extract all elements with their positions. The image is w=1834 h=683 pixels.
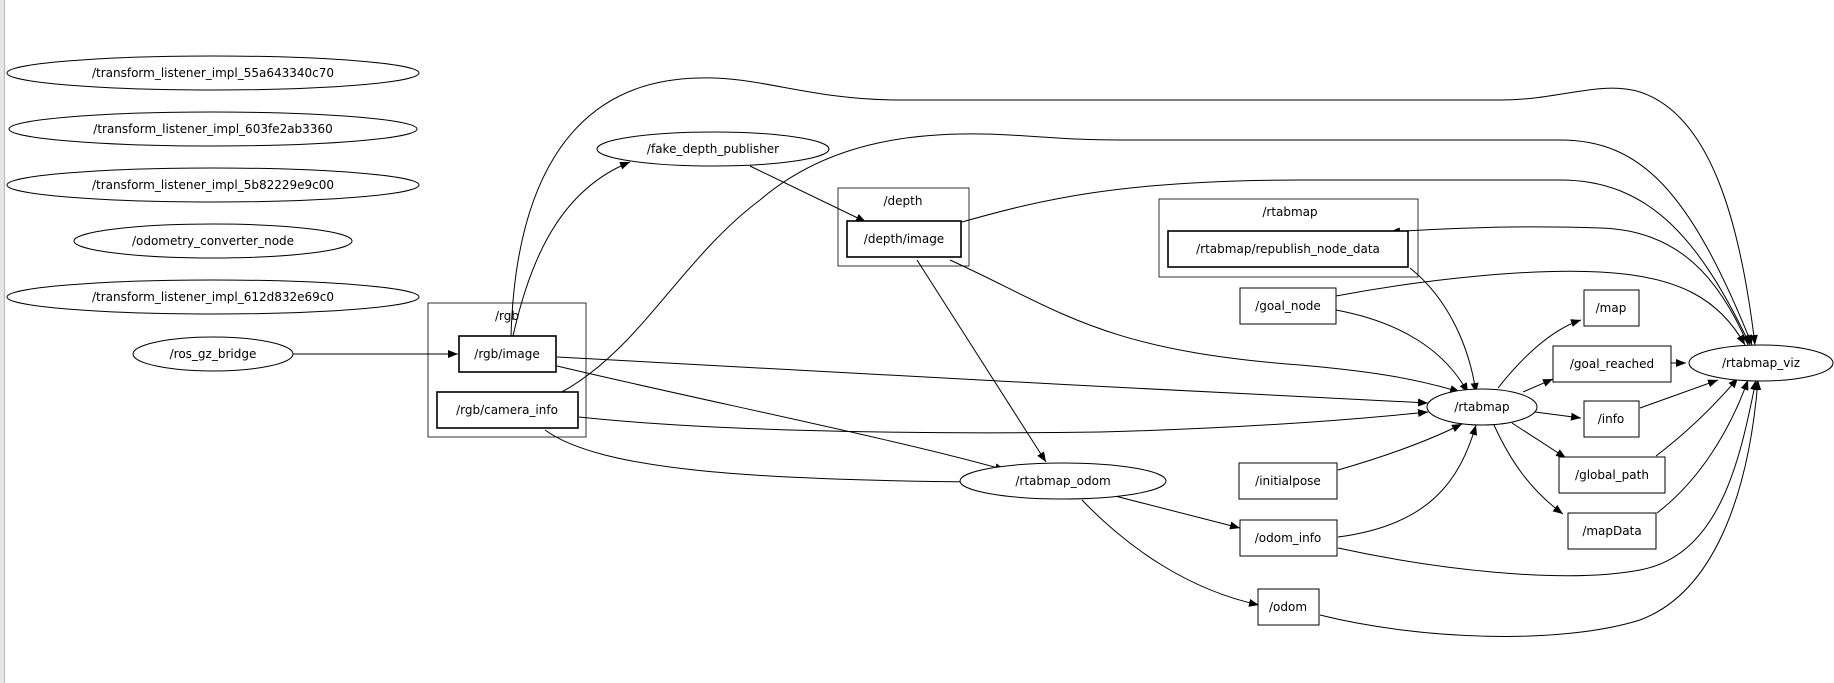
topic-global-path[interactable]: /global_path	[1558, 456, 1666, 494]
edge-info-rtabmap-viz	[1639, 379, 1719, 409]
topic-label: /map	[1596, 301, 1627, 315]
topic-label: /depth/image	[864, 232, 944, 246]
edge-mapdata-rtabmap-viz	[1656, 379, 1749, 514]
topic-label: /goal_node	[1255, 299, 1321, 313]
topic-mapdata[interactable]: /mapData	[1567, 512, 1657, 550]
topic-initialpose[interactable]: /initialpose	[1238, 462, 1338, 500]
cluster-rtabmap: /rtabmap	[1158, 198, 1419, 278]
topic-odom[interactable]: /odom	[1257, 588, 1320, 626]
topic-rgb-image[interactable]: /rgb/image	[458, 335, 557, 373]
node-transform-listener-55a6[interactable]: /transform_listener_impl_55a643340c70	[6, 55, 420, 91]
node-label: /odometry_converter_node	[132, 234, 294, 248]
edge-rtabmap-info	[1534, 411, 1582, 421]
topic-label: /global_path	[1575, 468, 1649, 482]
edge-goal-node-rtabmap	[1335, 309, 1469, 394]
node-label: /transform_listener_impl_55a643340c70	[92, 66, 334, 80]
edge-global-path-rtabmap-viz	[1655, 377, 1739, 457]
node-label: /fake_depth_publisher	[647, 142, 779, 156]
topic-label: /info	[1598, 412, 1625, 426]
nodes: /transform_listener_impl_55a643340c70 /t…	[6, 55, 1834, 500]
node-label: /rtabmap_viz	[1722, 356, 1800, 370]
edge-rtabmap-global-path	[1511, 422, 1567, 459]
edge-depth-image-rtabmap-odom	[916, 259, 1047, 463]
edge-rtabmap-odom-odom-info	[1114, 495, 1241, 530]
topic-label: /mapData	[1582, 524, 1641, 538]
edge-republish-rtabmap	[1409, 267, 1479, 394]
edge-depth-image-rtabmap	[949, 259, 1461, 393]
edge-odom-rtabmap-viz	[1319, 379, 1762, 637]
cluster-label: /rgb	[495, 309, 519, 323]
edge-initialpose-rtabmap	[1337, 423, 1463, 471]
edge-rgb-image-fakedepth	[512, 161, 631, 337]
cluster-label: /depth	[884, 194, 923, 208]
edge-odom-info-rtabmap-viz	[1337, 379, 1758, 577]
edge-rtabmap-goal-reached	[1522, 378, 1554, 393]
node-ros-gz-bridge[interactable]: /ros_gz_bridge	[132, 336, 294, 372]
topic-label: /rgb/camera_info	[456, 403, 558, 417]
topic-info[interactable]: /info	[1583, 400, 1640, 438]
topic-label: /odom_info	[1255, 531, 1322, 545]
node-label: /transform_listener_impl_603fe2ab3360	[93, 122, 332, 136]
edge-depth-image-rtabmap-viz	[961, 179, 1751, 346]
topic-label: /rtabmap/republish_node_data	[1196, 242, 1380, 256]
node-rtabmap-viz[interactable]: /rtabmap_viz	[1688, 344, 1834, 382]
node-odometry-converter[interactable]: /odometry_converter_node	[73, 223, 353, 259]
edge-rgb-image-rtabmap	[556, 356, 1429, 407]
cluster-depth: /depth	[837, 187, 970, 267]
node-label: /rtabmap	[1454, 400, 1509, 414]
node-rtabmap[interactable]: /rtabmap	[1426, 388, 1538, 426]
edge-rgb-info-rtabmap-odom	[544, 429, 981, 486]
topic-odom-info[interactable]: /odom_info	[1239, 519, 1338, 557]
node-rtabmap-odom[interactable]: /rtabmap_odom	[959, 462, 1167, 500]
topic-label: /initialpose	[1255, 474, 1321, 488]
node-label: /rtabmap_odom	[1015, 474, 1110, 488]
node-transform-listener-603f[interactable]: /transform_listener_impl_603fe2ab3360	[8, 111, 418, 147]
node-fake-depth-publisher[interactable]: /fake_depth_publisher	[596, 131, 830, 167]
topic-label: /rgb/image	[474, 347, 539, 361]
edge-odom-info-rtabmap	[1337, 424, 1478, 538]
node-transform-listener-612d[interactable]: /transform_listener_impl_612d832e69c0	[6, 279, 420, 315]
edge-rtabmap-viz-republish	[1389, 226, 1749, 346]
window-left-border	[0, 0, 5, 683]
edge-rtabmap-mapdata	[1493, 424, 1564, 515]
edges	[293, 77, 1762, 637]
node-label: /transform_listener_impl_612d832e69c0	[92, 290, 334, 304]
topic-republish-node-data[interactable]: /rtabmap/republish_node_data	[1167, 230, 1409, 268]
topic-map[interactable]: /map	[1583, 289, 1640, 327]
topic-label: /goal_reached	[1570, 357, 1654, 371]
cluster-rgb: /rgb	[427, 302, 587, 438]
edge-rgb-image-rtabmap-viz	[510, 77, 1758, 346]
edge-rgb-info-rtabmap-viz	[559, 133, 1753, 394]
edge-rgb-image-rtabmap-odom	[556, 365, 1006, 472]
node-label: /transform_listener_impl_5b82229e9c00	[92, 178, 334, 192]
cluster-label: /rtabmap	[1262, 205, 1317, 219]
topic-goal-node[interactable]: /goal_node	[1239, 287, 1337, 325]
topic-label: /odom	[1269, 600, 1307, 614]
topic-goal-reached[interactable]: /goal_reached	[1552, 345, 1672, 383]
topic-rgb-camera-info[interactable]: /rgb/camera_info	[436, 391, 579, 429]
topic-depth-image[interactable]: /depth/image	[846, 220, 962, 258]
edge-fakedepth-depth-image	[749, 165, 867, 223]
edge-rtabmap-map	[1497, 319, 1582, 389]
edge-rgb-info-rtabmap	[578, 409, 1429, 434]
node-label: /ros_gz_bridge	[170, 347, 257, 361]
node-transform-listener-5b82[interactable]: /transform_listener_impl_5b82229e9c00	[6, 167, 420, 203]
edge-rtabmap-odom-odom	[1081, 499, 1260, 607]
topics: /rgb/image /rgb/camera_info /depth/image…	[436, 220, 1672, 626]
edge-goal-node-rtabmap-viz	[1335, 270, 1746, 346]
clusters: /rgb /depth /rtabmap	[427, 187, 1419, 438]
